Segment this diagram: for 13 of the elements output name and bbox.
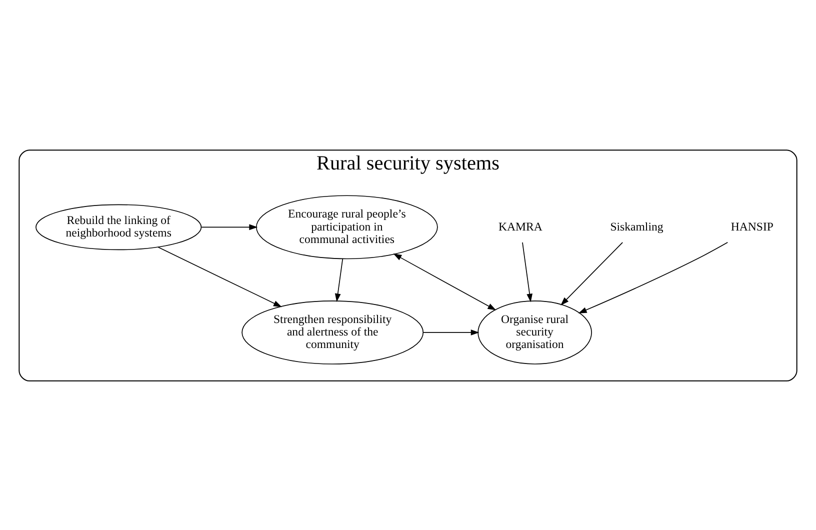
- arrow: [334, 258, 344, 302]
- node-text: HANSIP: [730, 218, 774, 233]
- node-text: Siskamling: [610, 218, 664, 233]
- arrow: [560, 242, 623, 305]
- node-text: KAMRA: [498, 218, 542, 233]
- node-ellipse: Organise rural security organisation: [478, 300, 592, 364]
- node-ellipse: Rebuild the linking of neighborhood systems: [36, 204, 202, 250]
- arrow: [423, 329, 480, 335]
- arrow: [578, 242, 728, 313]
- arrow: [201, 224, 258, 230]
- arrow: [158, 246, 282, 307]
- arrow: [522, 242, 533, 302]
- arrow: [393, 253, 496, 310]
